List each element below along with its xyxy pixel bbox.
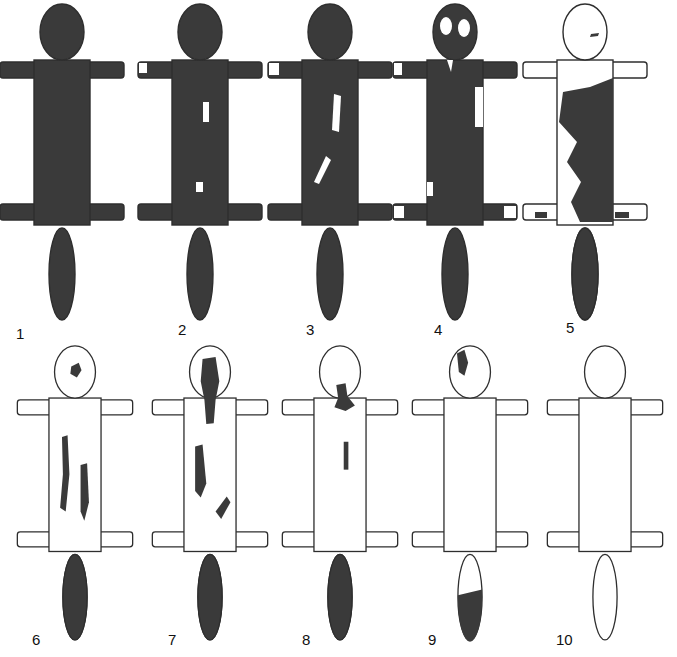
- figure-number: 5: [566, 320, 574, 335]
- figure-8: [282, 346, 397, 640]
- figure-2: [138, 4, 262, 320]
- figure-number: 6: [32, 632, 40, 647]
- figure-5: [523, 4, 647, 320]
- figure-number: 7: [168, 632, 176, 647]
- figure-number: 10: [556, 632, 573, 647]
- figure-6: [17, 346, 132, 640]
- figure-number: 2: [178, 322, 186, 337]
- figure-number: 1: [16, 326, 24, 341]
- figure-number: 4: [434, 322, 442, 337]
- figure-number: 3: [306, 322, 314, 337]
- figure-10: [547, 346, 662, 640]
- figure-number: 9: [428, 632, 436, 647]
- figure-1: [0, 4, 124, 320]
- figure-3: [268, 4, 392, 320]
- figure-4: [393, 4, 517, 320]
- figure-7: [152, 346, 267, 640]
- figure-number: 8: [302, 632, 310, 647]
- figure-9: [412, 346, 527, 642]
